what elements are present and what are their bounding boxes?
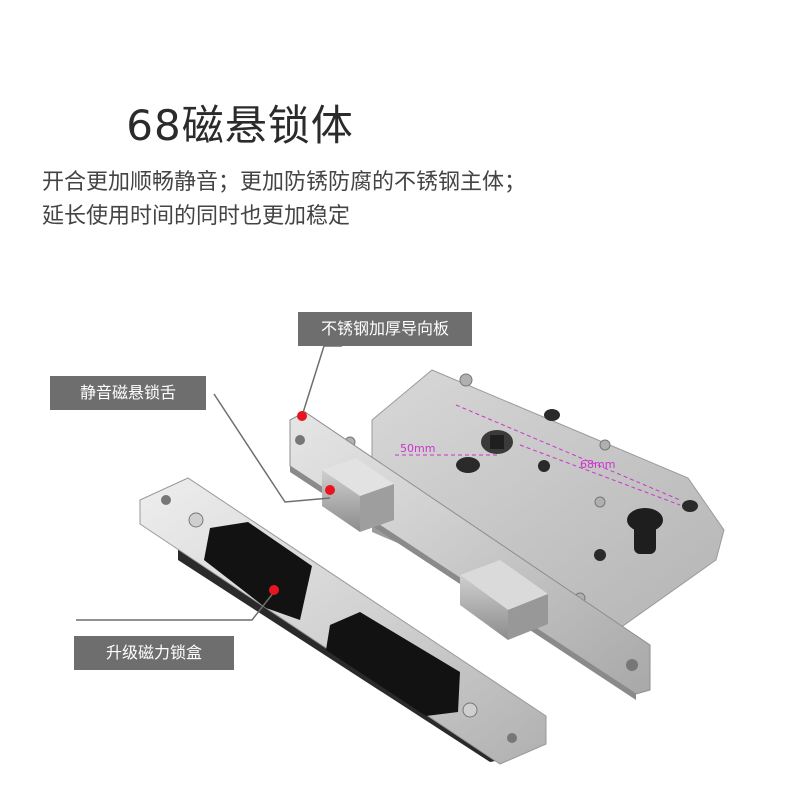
dimension-line	[519, 444, 681, 506]
case-hole-1	[456, 457, 480, 473]
description-line-1: 开合更加顺畅静音；更加防锈防腐的不锈钢主体；	[42, 170, 527, 195]
strike-screw-icon	[462, 702, 478, 718]
latch-top	[322, 458, 394, 496]
deadbolt-top	[460, 560, 548, 610]
faceplate-screw-hole	[295, 435, 305, 445]
dimension-line	[455, 404, 681, 501]
callout-latch: 静音磁悬锁舌	[50, 376, 206, 410]
description: 开合更加顺畅静音；更加防锈防腐的不锈钢主体； 延长使用时间的同时也更加稳定	[42, 166, 526, 234]
case-hole-5	[594, 549, 606, 561]
deadbolt-front	[460, 575, 508, 640]
page-title: 68磁悬锁体	[126, 101, 354, 150]
screw-icon	[599, 439, 611, 451]
case-hole-3	[544, 409, 560, 421]
callout-line-latch	[213, 393, 331, 503]
dimension-50mm: 50mm	[400, 442, 435, 455]
case-hole-2	[538, 460, 550, 472]
strike-screw-icon	[188, 512, 204, 528]
case-hole-4	[682, 500, 698, 512]
callout-strike: 升级磁力锁盒	[74, 636, 234, 670]
callout-line-faceplate	[301, 345, 342, 417]
callout-marker	[269, 585, 279, 595]
description-line-2: 延长使用时间的同时也更加稳定	[42, 204, 351, 229]
spindle-square	[490, 435, 504, 449]
screw-icon	[459, 373, 473, 387]
callout-marker	[297, 411, 307, 421]
callout-marker	[325, 485, 335, 495]
dimension-68mm: 68mm	[580, 458, 615, 471]
screw-icon	[594, 496, 606, 508]
callout-faceplate: 不锈钢加厚导向板	[298, 312, 472, 346]
latch-side	[360, 484, 394, 532]
strike-screw-hole	[161, 495, 171, 505]
strike-slot-upper	[204, 522, 312, 620]
deadbolt-side	[508, 594, 548, 640]
cylinder-slot	[634, 524, 656, 554]
strike-slot-lower	[326, 612, 460, 716]
deadbolt	[460, 560, 548, 640]
faceplate-screw-hole	[626, 659, 638, 671]
callout-line-strike	[76, 591, 275, 621]
strike-screw-hole	[507, 733, 517, 743]
strike-box	[139, 477, 547, 765]
